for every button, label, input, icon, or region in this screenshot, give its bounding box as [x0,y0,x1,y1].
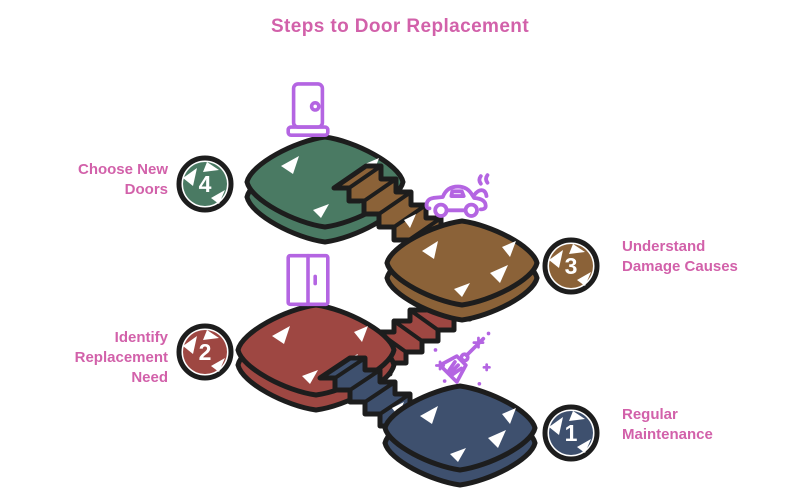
platform-texture [420,406,516,462]
broken-car-icon [424,173,490,218]
label-step1: Regular Maintenance [622,406,713,443]
badge-step3: 3 [542,237,600,295]
platform-texture [422,241,516,297]
badge-number: 3 [565,253,578,279]
badge-number: 4 [199,171,212,197]
double-door-icon [286,253,330,307]
badge-number: 1 [565,420,578,446]
badge-step2: 2 [176,323,234,381]
platform-step3 [384,218,540,323]
badge-number: 2 [199,339,212,365]
page-title: Steps to Door Replacement [270,16,530,37]
badge-step1: 1 [542,404,600,462]
broom-sparkles-icon [433,331,491,386]
platform-step1 [382,383,538,488]
label-step3: Understand Damage Causes [622,238,738,275]
label-step4: Choose New Doors [77,161,168,198]
sparkle-dots [433,331,491,386]
label-step2: Identify Replacement Need [74,329,168,386]
badge-step4: 4 [176,155,234,213]
door-icon [286,82,330,137]
